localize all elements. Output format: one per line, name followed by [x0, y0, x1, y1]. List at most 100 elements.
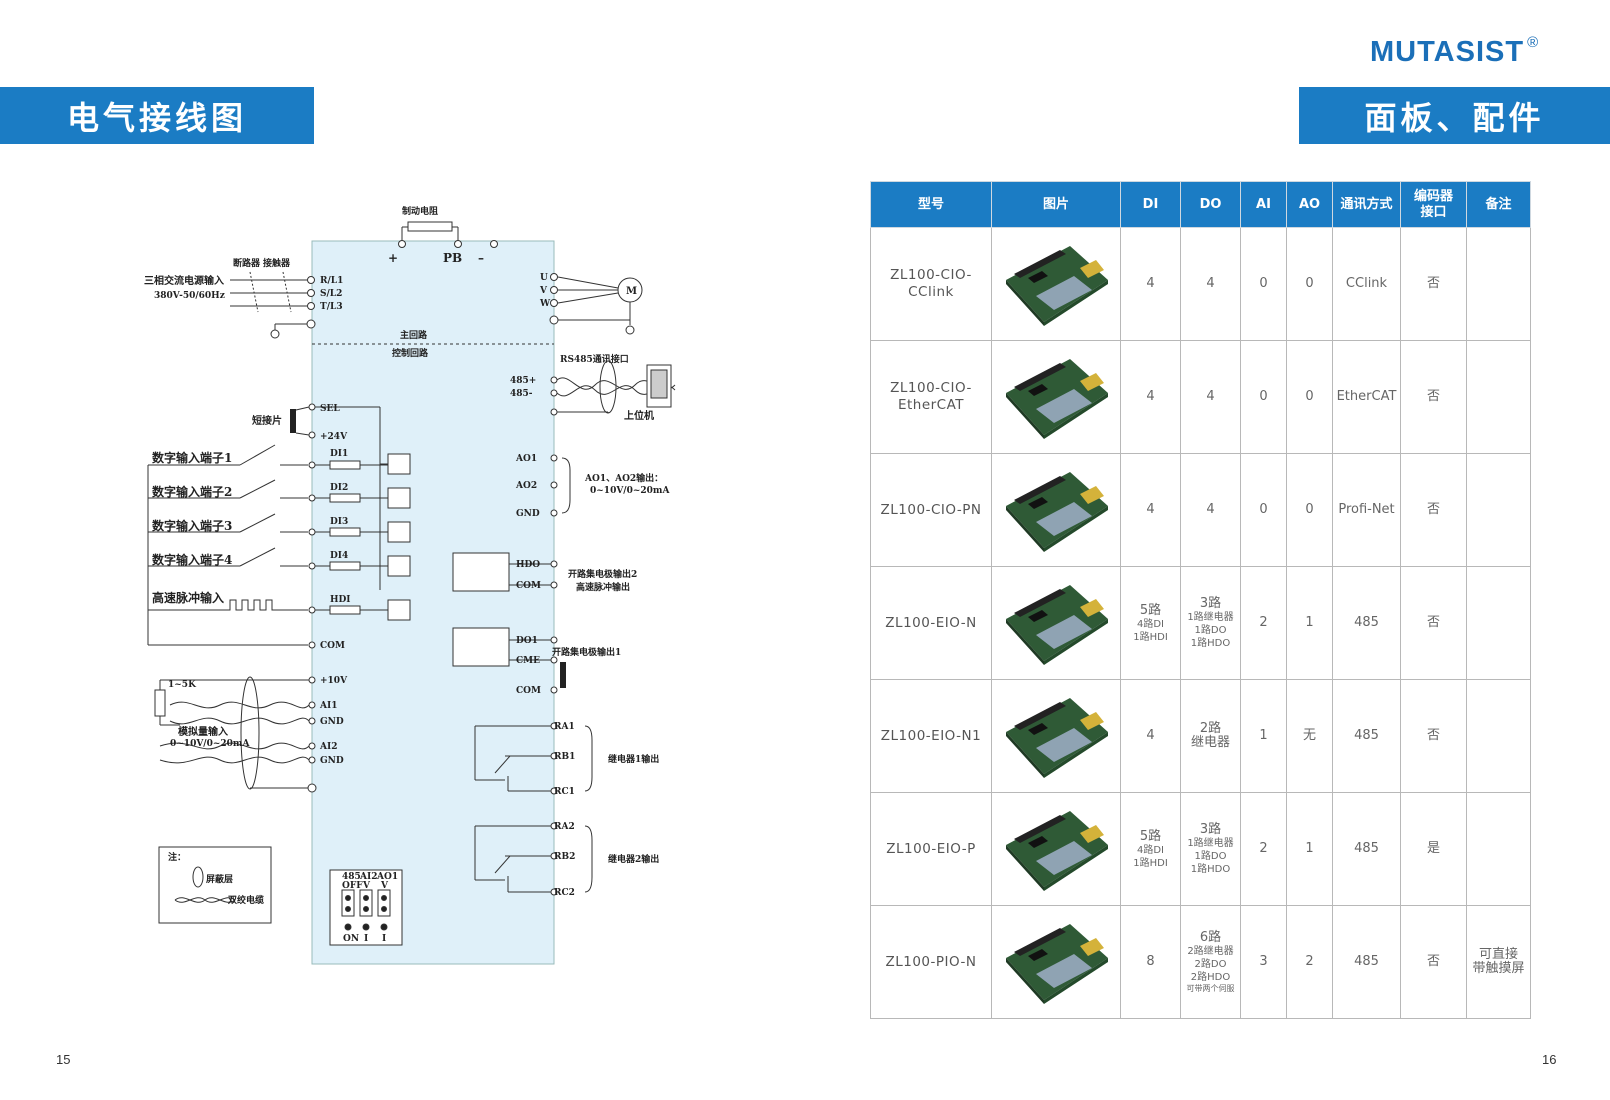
label-analog-input: 模拟量输入 — [178, 725, 228, 738]
cell-image — [991, 905, 1121, 1019]
label-switch-485-off: OFF — [342, 881, 363, 891]
cell-do-tiny: 可带两个伺服 — [1186, 984, 1235, 993]
cell-image — [991, 340, 1121, 454]
label-ai2: AI2 — [319, 742, 337, 752]
cell-do-main: 3路 — [1199, 822, 1222, 837]
label-di2: DI2 — [330, 483, 348, 493]
cell-image — [991, 792, 1121, 906]
label-switch-ai2: AI2 — [359, 872, 377, 882]
cell-image — [991, 679, 1121, 793]
cell-di: 4 — [1120, 453, 1181, 567]
cell-do: 4 — [1180, 227, 1241, 341]
label-485-minus: 485- — [510, 389, 533, 399]
label-hdo: HDO — [516, 560, 540, 570]
label-switch-ao1-i: I — [382, 934, 386, 944]
cell-ao: 无 — [1286, 679, 1333, 793]
label-switch-ao1: AO1 — [376, 872, 398, 882]
cell-note — [1466, 340, 1531, 454]
accessory-spec-table: 型号 图片 DI DO AI AO 通讯方式 编码器 接口 备注 ZL100-C… — [870, 181, 1531, 1019]
label-gnd-ai1: GND — [320, 717, 344, 727]
label-plus: + — [388, 251, 398, 265]
header-ai: AI — [1240, 181, 1287, 228]
cell-do-sub: 2路继电器 2路DO 2路HDO — [1187, 946, 1234, 983]
label-host: 上位机 — [624, 409, 654, 422]
cell-ao: 1 — [1286, 792, 1333, 906]
cell-note: 可直接 带触摸屏 — [1466, 905, 1531, 1019]
label-di3-terminal: 数字输入端子3 — [152, 518, 232, 533]
cell-model: ZL100-CIO- EtherCAT — [870, 340, 992, 454]
label-u: U — [540, 273, 548, 283]
label-note-title: 注： — [168, 851, 186, 863]
label-w: W — [539, 299, 551, 309]
header-ao: AO — [1286, 181, 1333, 228]
cell-comm: 485 — [1332, 905, 1401, 1019]
cell-model: ZL100-CIO- CClink — [870, 227, 992, 341]
right-page-title: 面板、配件 — [1299, 87, 1610, 144]
cell-di: 4 — [1120, 679, 1181, 793]
label-rl1: R/L1 — [320, 276, 343, 286]
cell-comm: EtherCAT — [1332, 340, 1401, 454]
label-tl3: T/L3 — [320, 302, 343, 312]
label-do1: DO1 — [516, 636, 538, 646]
label-com-di: COM — [320, 641, 345, 651]
label-sl2: S/L2 — [320, 289, 342, 299]
label-ai1: AI1 — [319, 701, 337, 711]
cell-ai: 0 — [1240, 453, 1287, 567]
cell-ao: 1 — [1286, 566, 1333, 680]
cell-note — [1466, 566, 1531, 680]
label-breaker: 断路器 — [233, 257, 261, 269]
brand-logo: MUTASIST® — [1370, 34, 1540, 68]
cell-model: ZL100-EIO-N1 — [870, 679, 992, 793]
label-minus: – — [478, 251, 484, 265]
io-board-image — [1006, 359, 1108, 439]
label-power-spec: 380V-50/60Hz — [154, 291, 225, 301]
label-10v: +10V — [320, 676, 348, 686]
label-control-circuit: 控制回路 — [392, 347, 429, 359]
label-analog-range: 0~10V/0~20mA — [170, 739, 250, 749]
cell-comm: 485 — [1332, 679, 1401, 793]
header-di: DI — [1120, 181, 1181, 228]
cell-image — [991, 453, 1121, 567]
cell-note — [1466, 453, 1531, 567]
header-encoder: 编码器 接口 — [1400, 181, 1467, 228]
cell-encoder: 否 — [1400, 566, 1467, 680]
cell-di: 8 — [1120, 905, 1181, 1019]
label-di4-terminal: 数字输入端子4 — [152, 552, 232, 567]
cell-comm: CClink — [1332, 227, 1401, 341]
label-switch-ao1-v: V — [380, 881, 389, 891]
label-main-circuit: 主回路 — [400, 329, 428, 341]
label-contactor: 接触器 — [263, 257, 291, 269]
cell-note — [1466, 679, 1531, 793]
label-com-hdo: COM — [516, 581, 541, 591]
label-rb2: RB2 — [554, 852, 575, 862]
io-board-image — [1006, 811, 1108, 891]
io-board-image — [1006, 472, 1108, 552]
cell-image — [991, 227, 1121, 341]
cell-do-sub: 1路继电器 1路DO 1路HDO — [1187, 612, 1234, 649]
cell-note — [1466, 792, 1531, 906]
label-switch-ai2-i: I — [364, 934, 368, 944]
cell-di: 4 — [1120, 227, 1181, 341]
cell-ai: 3 — [1240, 905, 1287, 1019]
cell-di: 4 — [1120, 340, 1181, 454]
cell-ai: 0 — [1240, 227, 1287, 341]
left-page-title: 电气接线图 — [0, 87, 314, 144]
label-rb1: RB1 — [554, 752, 575, 762]
cell-di-main: 5路 — [1139, 602, 1162, 618]
label-hdi: HDI — [330, 595, 351, 605]
label-24v: +24V — [320, 432, 348, 442]
header-image: 图片 — [991, 181, 1121, 228]
cell-di-main: 5路 — [1139, 828, 1162, 844]
label-gnd-ai2: GND — [320, 756, 344, 766]
cell-do-main: 3路 — [1199, 596, 1222, 611]
cell-model: ZL100-EIO-P — [870, 792, 992, 906]
